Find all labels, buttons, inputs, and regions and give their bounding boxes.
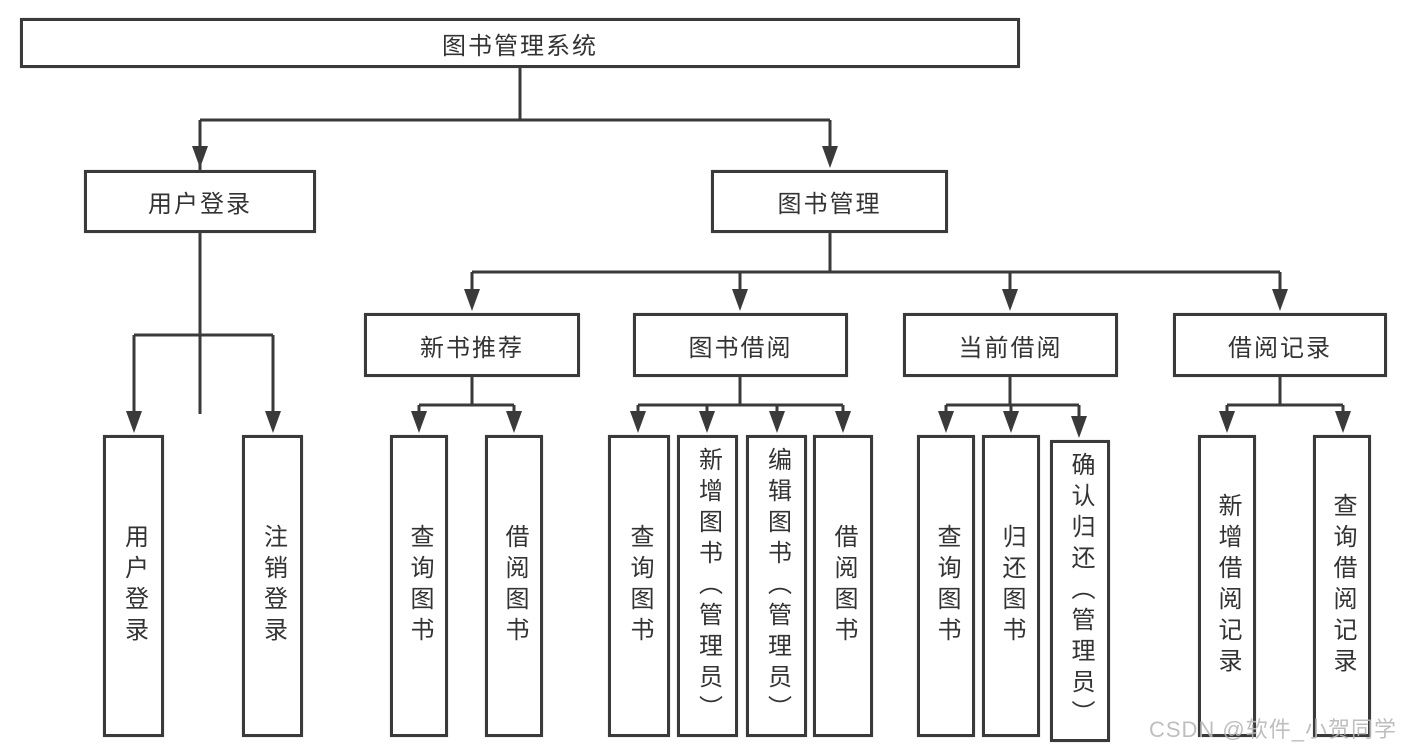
leaf-label: 查询图书 (406, 524, 433, 648)
node-borrowing-records: 借阅记录 (1173, 313, 1387, 377)
leaf-label: 用户登录 (120, 524, 148, 648)
node-label: 当前借阅 (958, 334, 1063, 362)
leaf-add-borrow-record: 新增借阅记录 (1198, 435, 1256, 737)
leaf-user-login: 用户登录 (103, 435, 164, 737)
node-label: 用户登录 (148, 191, 252, 218)
node-label: 新书推荐 (420, 334, 524, 362)
leaf-label: 编辑图书（管理员） (763, 446, 791, 726)
leaf-logout: 注销登录 (242, 435, 303, 737)
leaf-query-books-recommend: 查询图书 (390, 435, 448, 737)
node-user-login-branch: 用户登录 (84, 170, 316, 233)
leaf-query-books-current: 查询图书 (917, 435, 975, 737)
node-label: 图书管理系统 (442, 32, 598, 60)
leaf-label: 查询图书 (626, 524, 653, 648)
node-new-book-recommendation: 新书推荐 (364, 313, 580, 377)
leaf-label: 借阅图书 (501, 524, 528, 648)
leaf-label: 新增图书（管理员） (694, 446, 722, 726)
leaf-add-books-admin: 新增图书（管理员） (677, 435, 738, 737)
leaf-borrow-books: 借阅图书 (813, 435, 873, 737)
leaf-edit-books-admin: 编辑图书（管理员） (746, 435, 807, 737)
leaf-return-books: 归还图书 (982, 435, 1040, 737)
leaf-label: 查询图书 (933, 524, 960, 648)
node-book-management-branch: 图书管理 (711, 170, 948, 233)
leaf-label: 确认归还（管理员） (1067, 451, 1094, 731)
leaf-query-books-borrowing: 查询图书 (608, 435, 670, 737)
node-current-borrowing: 当前借阅 (903, 313, 1118, 377)
node-label: 图书管理 (777, 191, 882, 218)
leaf-label: 注销登录 (259, 524, 287, 648)
node-book-borrowing: 图书借阅 (633, 313, 848, 377)
arrowheads (126, 146, 1351, 438)
leaf-label: 查询借阅记录 (1329, 493, 1356, 679)
node-label: 图书借阅 (688, 334, 793, 362)
node-library-management-system: 图书管理系统 (20, 18, 1020, 68)
node-label: 借阅记录 (1228, 334, 1332, 362)
leaf-borrow-books-recommend: 借阅图书 (485, 435, 543, 737)
leaf-confirm-return-admin: 确认归还（管理员） (1050, 440, 1110, 742)
leaf-label: 新增借阅记录 (1214, 493, 1241, 679)
leaf-query-borrow-record: 查询借阅记录 (1313, 435, 1371, 737)
leaf-label: 归还图书 (998, 524, 1025, 648)
leaf-label: 借阅图书 (830, 524, 857, 648)
